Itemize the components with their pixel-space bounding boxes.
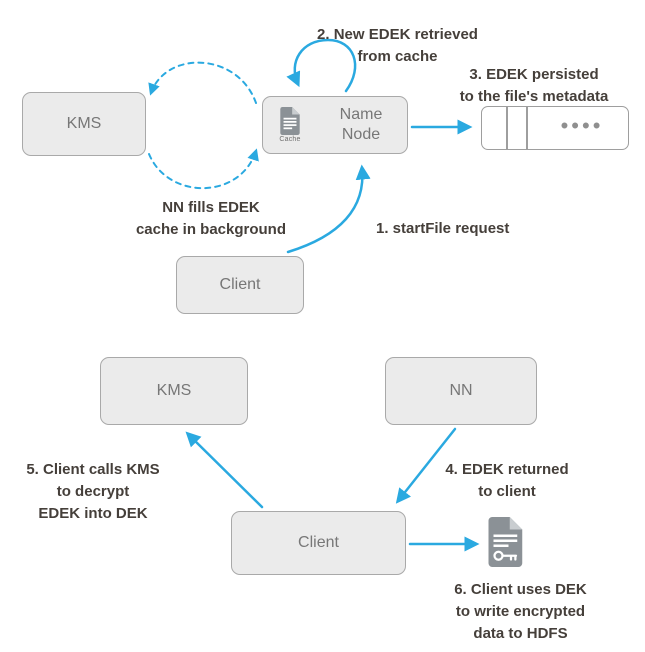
kms-label-bottom: KMS [156, 382, 192, 399]
document-key-icon [488, 517, 523, 567]
label-nn-fills-cache: NN fills EDEK cache in background [135, 199, 287, 238]
kms-label-top: KMS [66, 115, 102, 132]
arrow-startfile-request [286, 164, 371, 254]
arrow-client-calls-kms [185, 431, 264, 509]
file-metadata-box: •••• [481, 106, 629, 150]
namenode-label: Name Node [339, 106, 383, 143]
client-label-bottom: Client [298, 534, 339, 551]
arrow-nn-fills-cache-bottom [148, 148, 259, 190]
label-step6: 6. Client uses DEK to write encrypted da… [454, 581, 587, 642]
metadata-divider [526, 107, 528, 149]
label-step4: 4. EDEK returned to client [445, 461, 569, 500]
cache-label: Cache [279, 136, 301, 143]
label-step3: 3. EDEK persisted to the file's metadata [459, 66, 609, 105]
metadata-divider [506, 107, 508, 149]
namenode-box: Cache Name Node [262, 96, 408, 154]
kms-box-top: KMS [22, 92, 146, 156]
nn-box-bottom: NN [385, 357, 537, 425]
document-icon [280, 107, 300, 135]
arrow-nn-fills-cache-top [148, 61, 257, 104]
label-step1: 1. startFile request [376, 220, 510, 237]
client-box-top: Client [176, 256, 304, 314]
nn-label-bottom: NN [449, 382, 473, 399]
client-box-bottom: Client [231, 511, 406, 575]
label-step2: 2. New EDEK retrieved from cache [317, 26, 478, 65]
label-step5: 5. Client calls KMS to decrypt EDEK into… [26, 461, 160, 522]
cache-document-icon: Cache [275, 107, 305, 143]
metadata-dots: •••• [560, 113, 604, 138]
encrypted-file-key-icon [487, 517, 525, 572]
client-label-top: Client [219, 276, 261, 293]
kms-box-bottom: KMS [100, 357, 248, 425]
